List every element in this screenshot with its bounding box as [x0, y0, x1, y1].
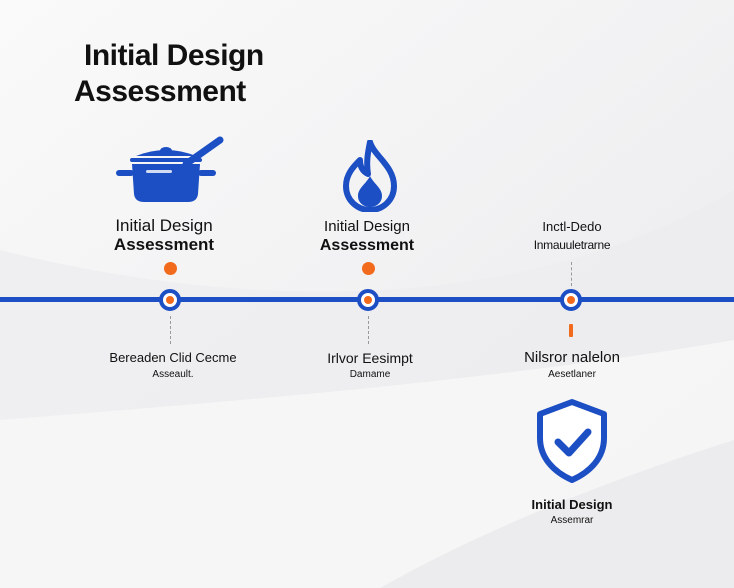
cooking-pot-icon: [116, 136, 224, 202]
milestone-2-detail: Irlvor Eesimpt Damame: [327, 349, 413, 383]
milestone-1-node[interactable]: [159, 289, 181, 311]
milestone-2-label-line-1: Initial Design: [324, 218, 410, 235]
milestone-3-label-line-1: Inctl-Dedo: [542, 219, 602, 234]
milestone-3-marker-bar: [569, 324, 573, 337]
milestone-1-detail: Bereaden Clid Cecme Asseault.: [109, 349, 236, 383]
end-label: Initial Design Assemrar: [532, 497, 613, 529]
milestone-3-detail: Nilsror nalelon Aesetlaner: [524, 349, 620, 383]
milestone-3-label: Inctl-Dedo Inmauuletrarne: [534, 217, 611, 255]
milestone-2-lower-connector: [368, 316, 369, 344]
shield-check-icon: [537, 399, 607, 483]
milestone-1-label: Initial Design Assessment: [114, 216, 214, 254]
flame-icon: [343, 140, 397, 212]
title-line-2: Assessment: [74, 75, 246, 108]
milestone-1-marker-dot: [164, 262, 177, 275]
milestone-3-detail-sub: Aesetlaner: [548, 369, 596, 380]
end-label-title: Initial Design: [531, 497, 613, 512]
milestone-1-detail-sub: Asseault.: [152, 369, 194, 380]
milestone-2-detail-sub: Damame: [349, 369, 391, 380]
milestone-1-label-line-1: Initial Design: [115, 216, 213, 235]
milestone-3-detail-title: Nilsror nalelon: [524, 349, 620, 366]
milestone-2-detail-title: Irlvor Eesimpt: [327, 350, 413, 366]
milestone-2-marker-dot: [362, 262, 375, 275]
milestone-3-node[interactable]: [560, 289, 582, 311]
end-label-sub: Assemrar: [550, 515, 594, 526]
milestone-1-detail-title: Bereaden Clid Cecme: [109, 350, 237, 365]
milestone-3-label-line-2: Inmauuletrarne: [533, 238, 611, 252]
milestone-1-label-line-2: Assessment: [113, 235, 215, 254]
title-line-1: Initial Design: [84, 39, 264, 72]
milestone-2-label: Initial Design Assessment: [320, 217, 414, 255]
milestone-2-label-line-2: Assessment: [319, 237, 415, 254]
page-title: Initial Design Assessment: [74, 38, 264, 110]
milestone-3-connector: [571, 262, 572, 286]
milestone-2-node[interactable]: [357, 289, 379, 311]
milestone-1-lower-connector: [170, 316, 171, 344]
